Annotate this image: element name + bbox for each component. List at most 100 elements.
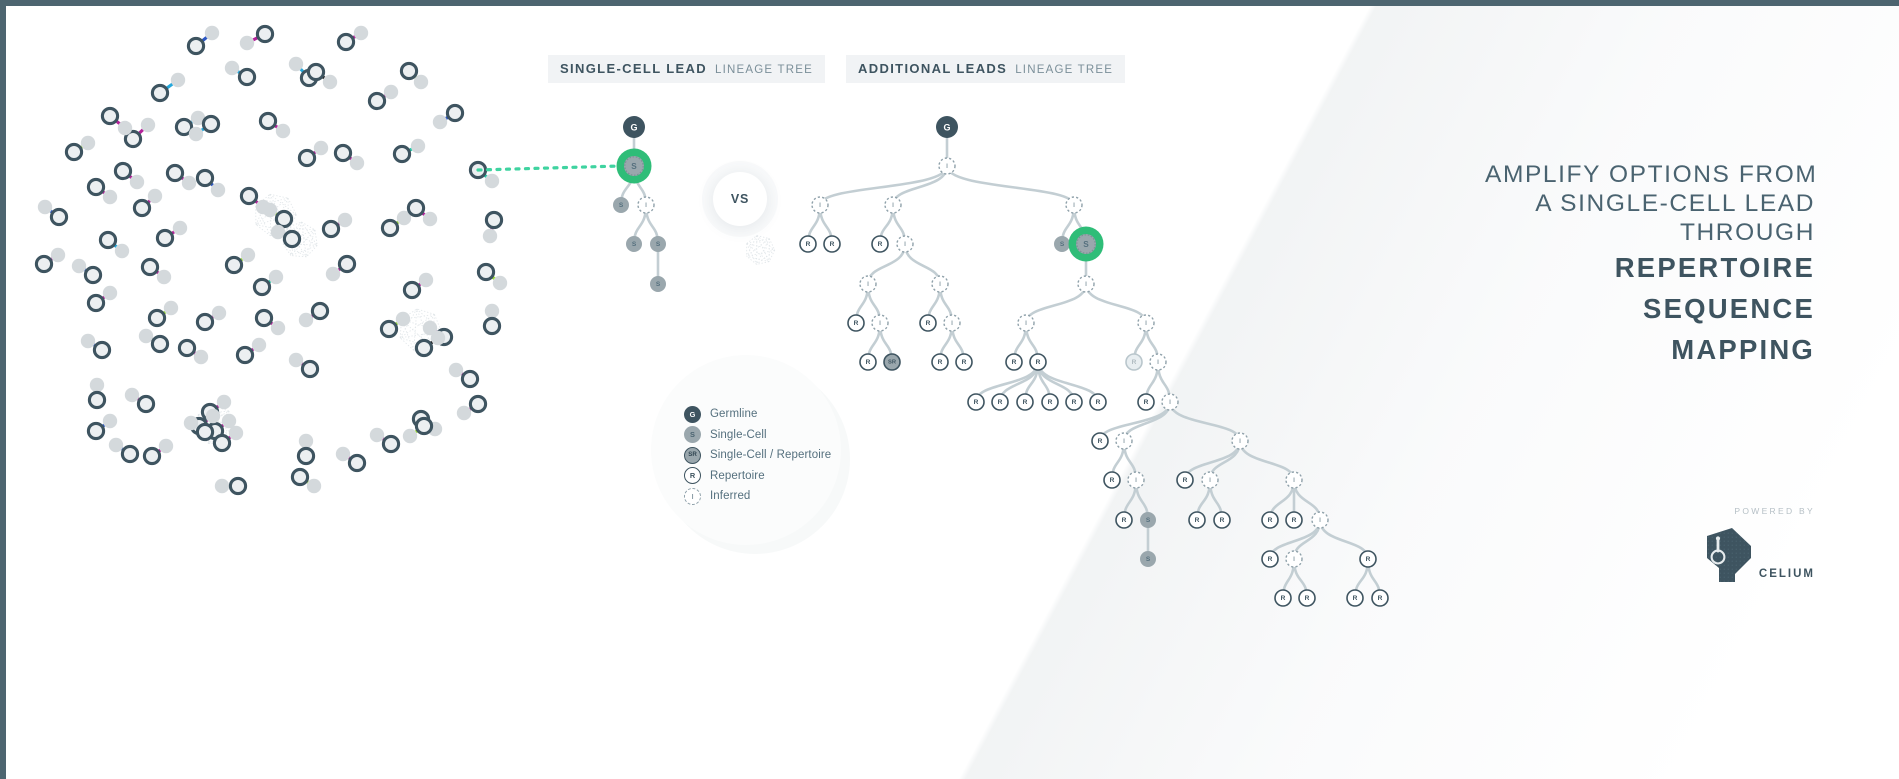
cloud-node-light [482,228,498,244]
cloud-node-light [288,56,304,72]
cloud-mesh-edge [756,235,776,251]
tree-node-r: R [919,314,937,332]
cloud-node-outlined [237,67,257,87]
headline-line-6: MAPPING [1671,334,1815,365]
cloud-node-outlined [228,476,248,496]
cloud-node-light [80,135,96,151]
tree-node-r: R [1298,589,1316,607]
cloud-node-outlined [147,308,167,328]
cloud-mesh-edge [290,221,302,256]
tree-node-i: I [1115,432,1133,450]
cloud-node-outlined [254,308,274,328]
cloud-node-outlined [282,229,302,249]
cloud-mesh-edge [286,227,318,246]
cloud-node-outlined [100,106,120,126]
cloud-node-outlined [258,111,278,131]
cloud-node-outlined [336,32,356,52]
tree-node-r: R [1274,589,1292,607]
cloud-mesh-edge [306,229,316,257]
cloud-node-outlined [296,446,316,466]
cloud-node-light [298,433,314,449]
cloud-mesh-edge [314,229,318,246]
cloud-mesh-edge [269,194,272,236]
cloud-node-light [492,275,508,291]
powered-by-label: POWERED BY [1734,506,1815,516]
cloud-node-outlined [445,103,465,123]
cloud-node-outlined [297,148,317,168]
legend-symbol-text: S [690,430,695,440]
tree-node-r: R [1005,353,1023,371]
cloud-node-light [288,352,304,368]
vs-badge: VS [713,172,767,226]
tree-node-i: I [1161,393,1179,411]
cloud-mesh-edge [746,235,758,257]
cloud-node-outlined [98,230,118,250]
cloud-node-light [430,330,446,346]
tree-node-r: R [1261,550,1279,568]
legend-symbol-sr-icon: SR [684,446,701,464]
cloud-mesh-edge [756,261,770,265]
cloud-node-outlined [92,340,112,360]
tree-node-i: I [1311,511,1329,529]
tree-node-r: R [1261,511,1279,529]
cloud-mesh-edge [301,221,316,231]
legend-symbol-text: R [689,471,696,481]
tree-node-r: R [1188,511,1206,529]
legend-symbol-i-icon: I [684,487,701,505]
cloud-node-outlined [83,265,103,285]
cloud-node-outlined [482,316,502,336]
cloud-node-light [306,478,322,494]
cloud-node-light [89,377,105,393]
cloud-mesh-edge [746,255,757,265]
cloud-node-light [181,175,197,191]
cloud-node-outlined [201,114,221,134]
cloud-node-light [224,60,240,76]
single-cell-lead-subtitle: LINEAGE TREE [715,64,813,76]
cloud-node-light [322,74,338,90]
tree-edge [1238,439,1296,482]
tree-node-r: R [955,353,973,371]
cloud-node-light [275,123,291,139]
cloud-node-outlined [290,467,310,487]
tree-node-i: I [938,157,956,175]
cloud-mesh-edge [270,197,289,237]
tree-node-r: R [1359,550,1377,568]
tree-node-r: R [1285,511,1303,529]
cloud-node-light [448,362,464,378]
cloud-node-outlined [140,257,160,277]
cloud-mesh-edge [746,238,770,244]
tree-node-r: R [1016,393,1034,411]
cloud-node-outlined [155,228,175,248]
cloud-node-outlined [86,293,106,313]
cloud-node-light [484,303,500,319]
cloud-node-light [50,247,66,263]
tree-node-i: I [1017,314,1035,332]
cloud-node-light [211,305,227,321]
cloud-node-outlined [337,254,357,274]
tree-node-r: R [1065,393,1083,411]
cloud-node-light [147,188,163,204]
tree-edge [945,164,1076,207]
cloud-node-outlined [476,262,496,282]
tree-node-i: I [1285,471,1303,489]
cloud-node-light [268,269,284,285]
tree-node-r: R [967,393,985,411]
tree-node-s: S [650,236,666,252]
cloud-node-light [140,117,156,133]
tree-node-s: S [1140,512,1156,528]
cloud-mesh-edge [746,255,770,263]
cloud-mesh-edge [198,410,229,416]
cloud-mesh-edge [269,193,297,216]
cloud-mesh-edge [401,313,435,320]
cloud-mesh-edge [208,426,235,444]
cloud-node-light [337,212,353,228]
cloud-node-light [422,320,438,336]
cloud-node-outlined [120,444,140,464]
cloud-node-outlined [86,177,106,197]
cloud-node-outlined [406,198,426,218]
tree-edge [1318,518,1370,561]
cloud-node-outlined [239,186,259,206]
cloud-mesh-edge [255,197,289,225]
